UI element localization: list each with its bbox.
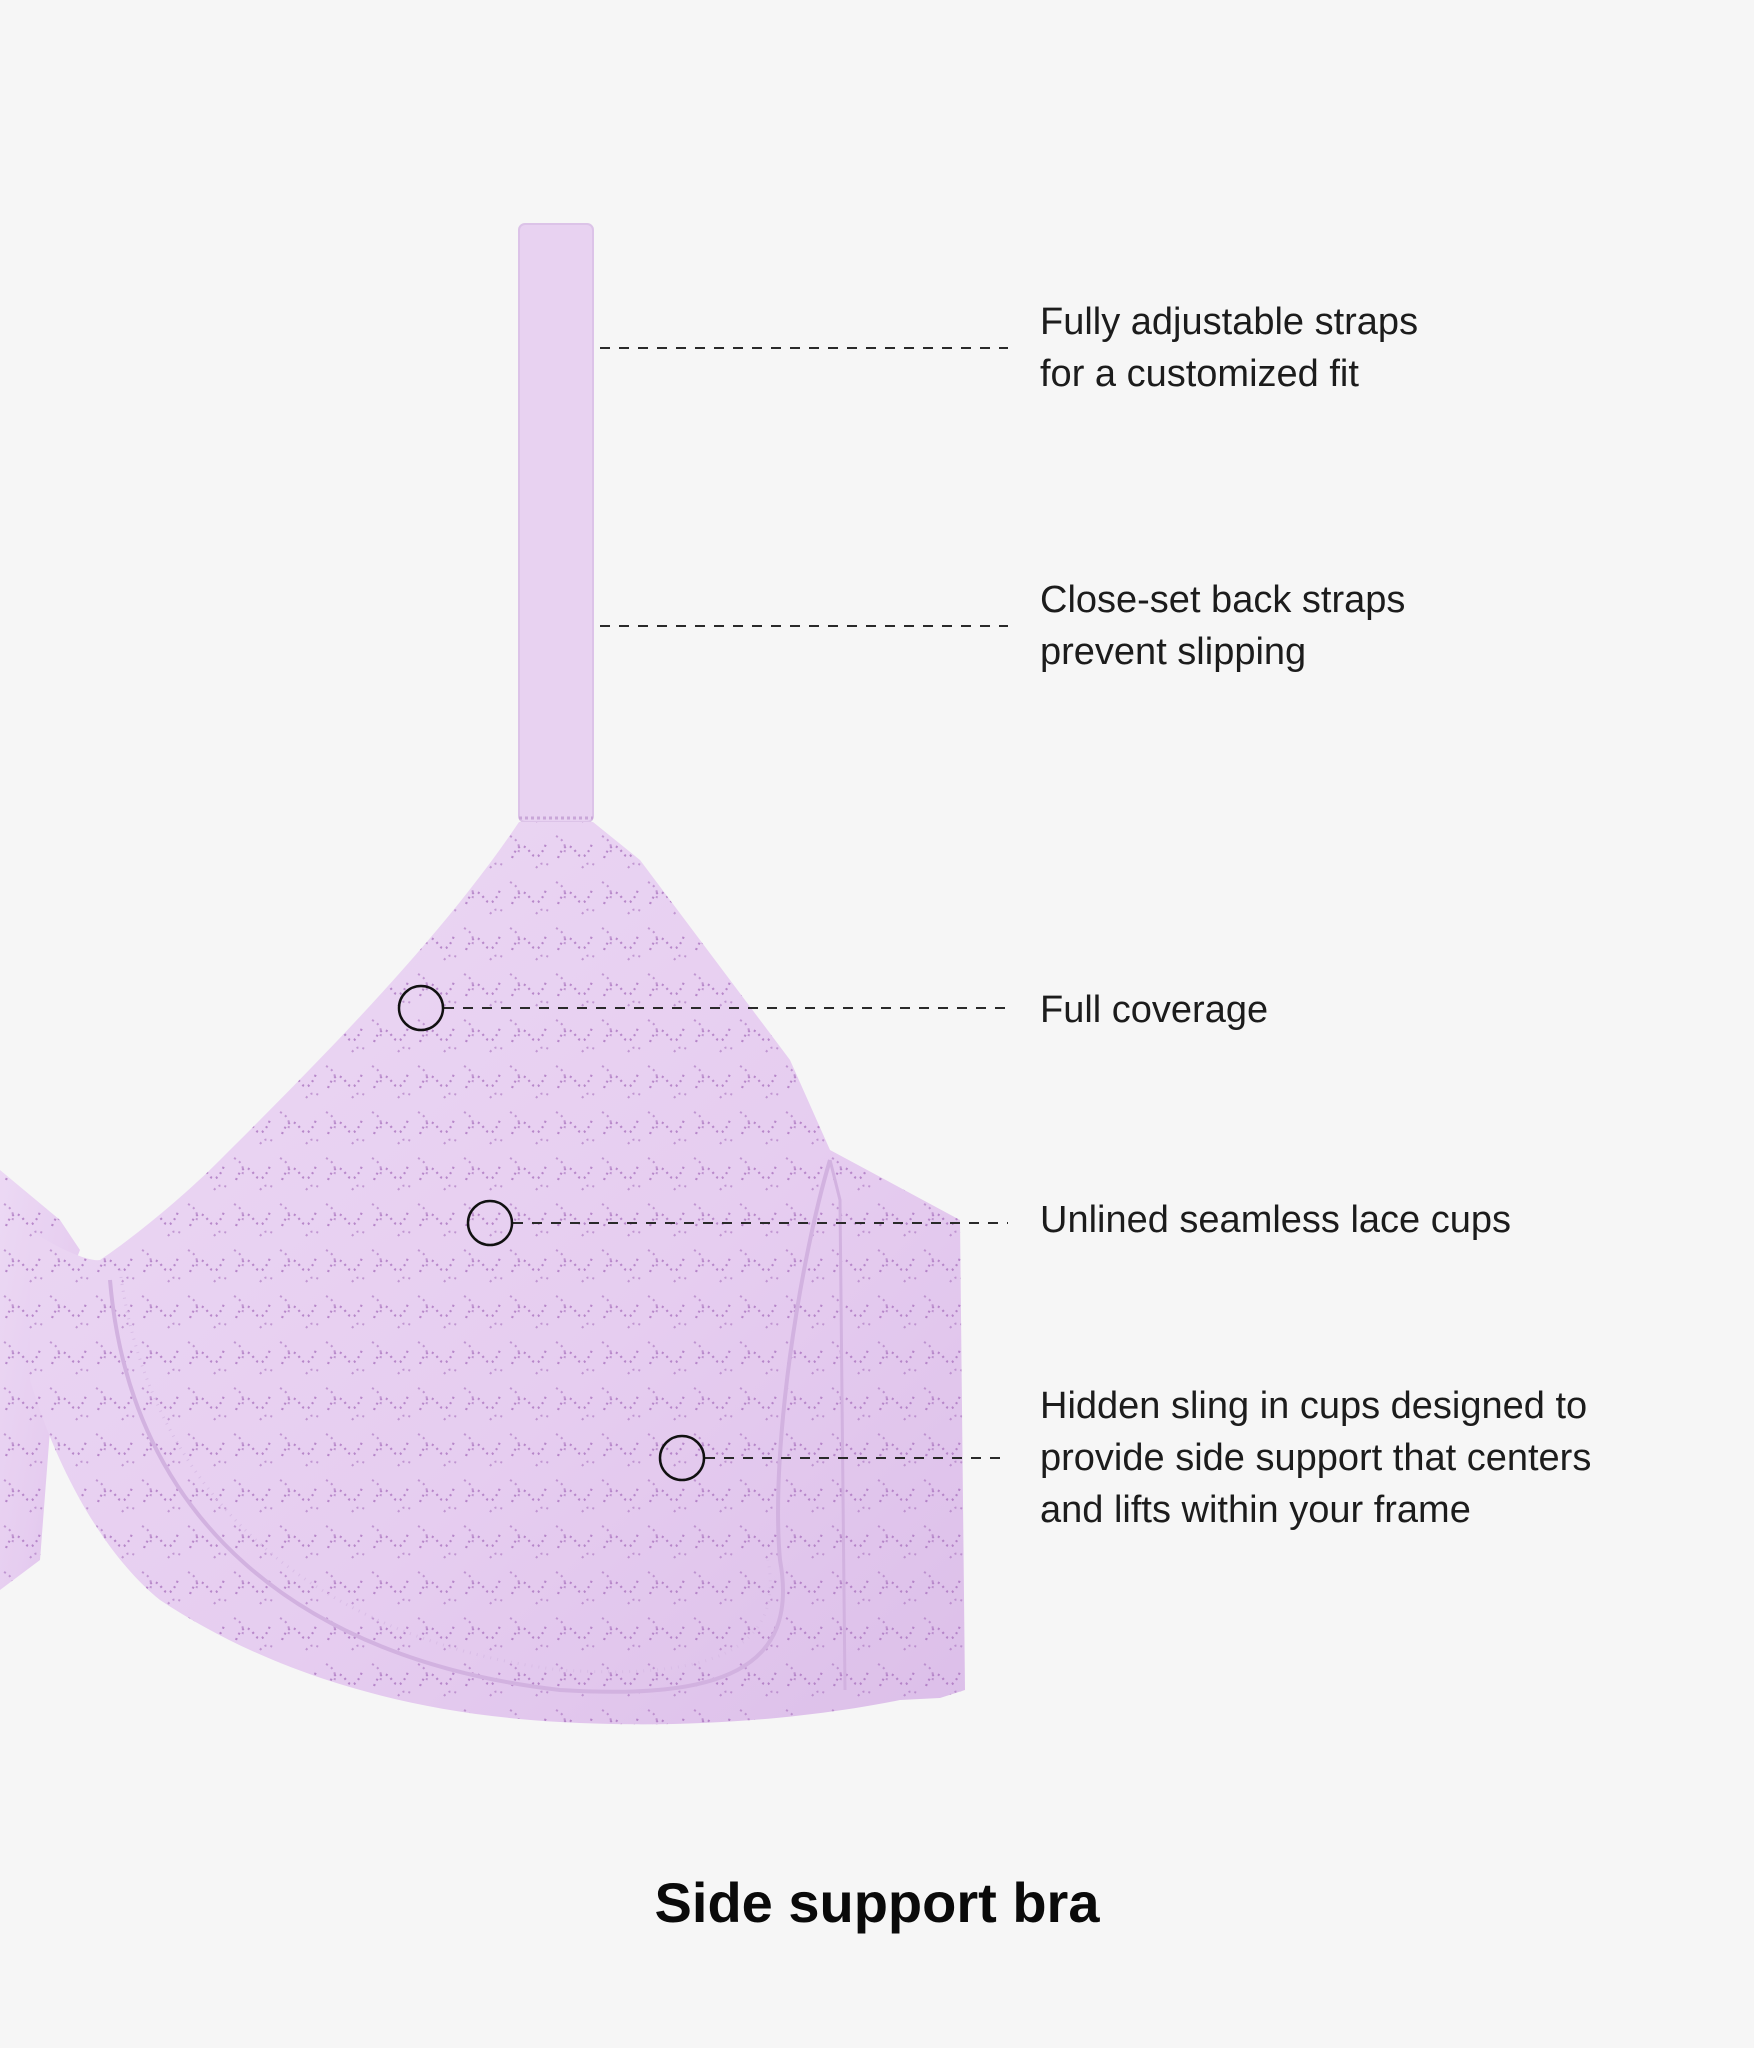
- callout-full-coverage: Full coverage: [1040, 984, 1268, 1036]
- shoulder-strap: [518, 223, 594, 823]
- callout-line: for a customized fit: [1040, 353, 1359, 395]
- underwire-seam: [108, 1159, 832, 1694]
- callout-line: Hidden sling in cups designed to: [1040, 1385, 1588, 1427]
- callout-line: Fully adjustable straps: [1040, 301, 1419, 343]
- product-title: Side support bra: [654, 1871, 1100, 1934]
- marker-circle-coverage: [397, 984, 445, 1032]
- callout-line: and lifts within your frame: [1040, 1489, 1471, 1531]
- callout-markers: [397, 984, 706, 1482]
- callout-line: Full coverage: [1040, 989, 1269, 1031]
- callout-line: prevent slipping: [1040, 631, 1307, 673]
- callout-line: Close-set back straps: [1040, 579, 1406, 621]
- callout-line: Unlined seamless lace cups: [1040, 1199, 1512, 1241]
- callout-adjustable-straps: Fully adjustable straps for a customized…: [1040, 296, 1418, 400]
- callout-back-straps: Close-set back straps prevent slipping: [1040, 574, 1405, 678]
- callout-hidden-sling: Hidden sling in cups designed to provide…: [1040, 1380, 1591, 1536]
- marker-circle-sling: [658, 1434, 706, 1482]
- leader-lines: [444, 347, 1008, 1459]
- callout-lace-cups: Unlined seamless lace cups: [1040, 1194, 1511, 1246]
- callout-line: provide side support that centers: [1040, 1437, 1592, 1479]
- marker-circle-lace: [466, 1199, 514, 1247]
